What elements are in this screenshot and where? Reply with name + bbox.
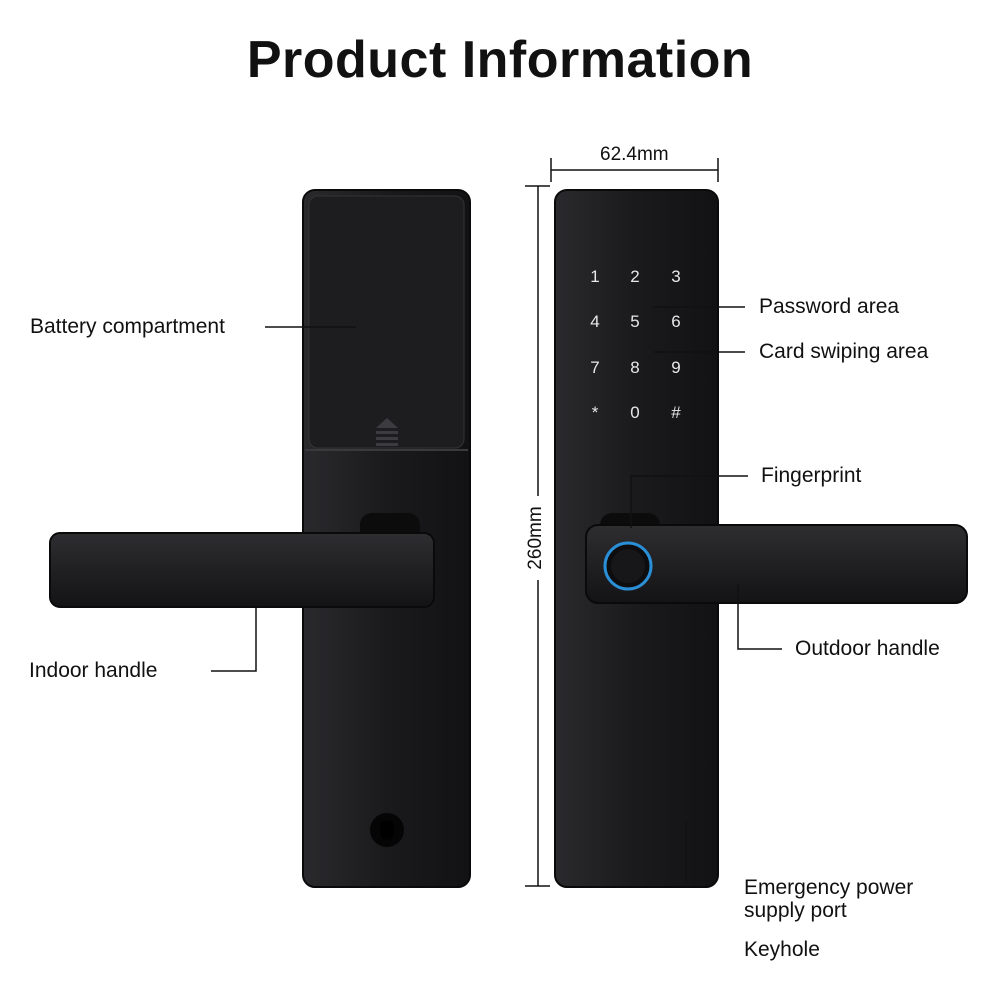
emergency-power-label: Emergency power supply port bbox=[744, 876, 914, 922]
indoor-handle bbox=[49, 532, 435, 608]
keypad-key: 2 bbox=[630, 267, 640, 286]
fingerprint-label: Fingerprint bbox=[761, 464, 862, 487]
keyhole-label: Keyhole bbox=[744, 938, 820, 961]
outdoor-unit bbox=[554, 189, 968, 888]
outdoor-handle-label: Outdoor handle bbox=[795, 637, 940, 660]
keypad-key: 1 bbox=[590, 267, 600, 286]
keypad-key: 6 bbox=[671, 312, 681, 331]
height-dimension: 260mm bbox=[525, 506, 546, 570]
eject-icon bbox=[376, 418, 398, 446]
leader-lines bbox=[211, 306, 782, 884]
password-area-label: Password area bbox=[759, 295, 900, 318]
width-dimension: 62.4mm bbox=[600, 144, 669, 165]
page-title: Product Information bbox=[246, 31, 754, 89]
battery-compartment-label: Battery compartment bbox=[30, 315, 225, 338]
indoor-handle-label: Indoor handle bbox=[29, 659, 158, 682]
card-swiping-area-label: Card swiping area bbox=[759, 340, 929, 363]
battery-cover bbox=[308, 195, 465, 449]
keypad-key: 8 bbox=[630, 358, 640, 377]
keypad-key: # bbox=[671, 403, 681, 422]
keypad-key: 3 bbox=[671, 267, 681, 286]
outdoor-handle bbox=[585, 524, 968, 604]
dimension-lines bbox=[525, 158, 719, 887]
keypad-key: 0 bbox=[630, 403, 640, 422]
indoor-unit bbox=[49, 189, 471, 888]
keypad-key: 4 bbox=[590, 312, 600, 331]
keypad-key: 7 bbox=[590, 358, 600, 377]
keypad-key: 5 bbox=[630, 312, 640, 331]
keypad-key: 9 bbox=[671, 358, 681, 377]
keypad-key: * bbox=[591, 403, 599, 422]
